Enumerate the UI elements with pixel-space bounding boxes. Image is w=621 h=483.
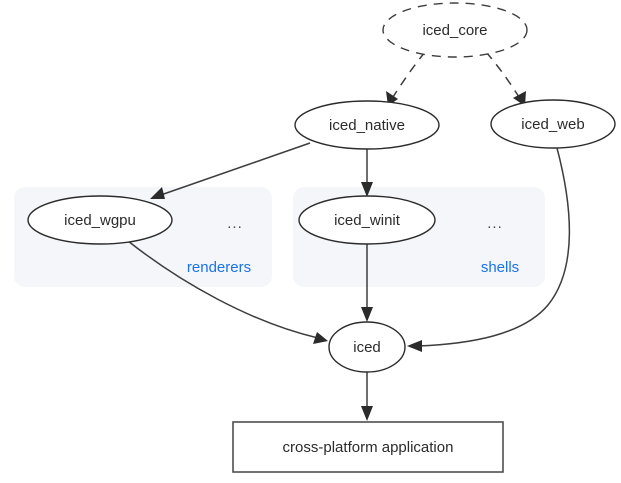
renderers-ellipsis-placeholder: ... bbox=[227, 215, 243, 232]
node-iced-native-shape[interactable] bbox=[294, 100, 440, 150]
node-iced-core-label: iced_core bbox=[422, 22, 487, 39]
cluster-renderers-label: renderers bbox=[187, 259, 251, 276]
edge-line bbox=[390, 51, 426, 101]
node-iced-winit[interactable]: iced_winit bbox=[298, 195, 436, 245]
node-iced-web-label: iced_web bbox=[521, 116, 584, 133]
node-iced-shape[interactable] bbox=[328, 321, 406, 373]
node-iced-native[interactable]: iced_native bbox=[294, 100, 440, 150]
arrow-head-icon bbox=[407, 340, 422, 352]
node-iced[interactable]: iced bbox=[328, 321, 406, 373]
node-iced-wgpu[interactable]: iced_wgpu bbox=[27, 195, 173, 245]
edge-iced-native-to-iced-winit bbox=[361, 149, 373, 197]
node-iced-web[interactable]: iced_web bbox=[490, 99, 616, 149]
edge-iced-core-to-iced-native bbox=[386, 51, 426, 106]
arrow-head-icon bbox=[361, 182, 373, 197]
arrow-head-icon bbox=[361, 307, 373, 322]
edge-iced-web-to-iced bbox=[407, 147, 571, 352]
edge-line bbox=[485, 51, 522, 101]
node-iced-winit-shape[interactable] bbox=[298, 195, 436, 245]
arrow-head-icon bbox=[313, 332, 328, 344]
node-iced-winit-label: iced_winit bbox=[334, 212, 401, 229]
arrow-head-icon bbox=[361, 406, 373, 421]
edge-iced-native-to-iced-wgpu bbox=[150, 142, 311, 199]
edge-iced-winit-to-iced bbox=[361, 244, 373, 322]
node-application-label: cross-platform application bbox=[283, 439, 454, 456]
edge-line bbox=[417, 147, 571, 347]
node-iced-label: iced bbox=[353, 339, 381, 356]
node-iced-native-label: iced_native bbox=[329, 117, 405, 134]
edge-line bbox=[157, 142, 311, 197]
edge-iced-to-application bbox=[361, 372, 373, 421]
node-iced-wgpu-label: iced_wgpu bbox=[64, 212, 136, 229]
edge-iced-core-to-iced-web bbox=[485, 51, 526, 106]
node-cross-platform-application[interactable]: cross-platform application bbox=[232, 421, 504, 473]
edge-iced-wgpu-to-iced bbox=[127, 240, 328, 344]
arrow-head-icon bbox=[513, 91, 526, 106]
edge-line bbox=[127, 240, 319, 339]
node-iced-wgpu-shape[interactable] bbox=[27, 195, 173, 245]
arrow-head-icon bbox=[150, 187, 165, 199]
cluster-shells-label: shells bbox=[481, 259, 519, 276]
shells-ellipsis-placeholder: ... bbox=[487, 215, 503, 232]
node-iced-core-shape[interactable] bbox=[382, 2, 528, 58]
node-iced-web-shape[interactable] bbox=[490, 99, 616, 149]
node-iced-core[interactable]: iced_core bbox=[382, 2, 528, 58]
node-application-shape[interactable] bbox=[232, 421, 504, 473]
